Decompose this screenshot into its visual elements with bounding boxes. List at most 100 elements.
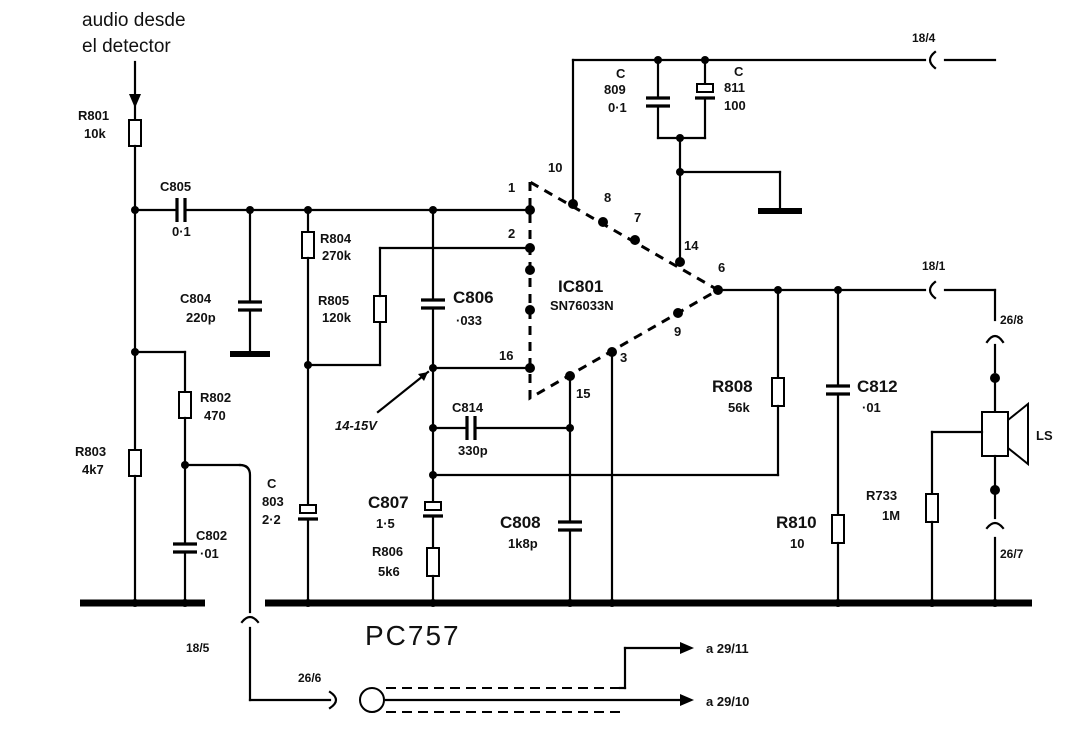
input-section: audio desde el detector R801 10k R803 4k… (75, 10, 186, 607)
output-29-11-label: a 29/11 (706, 641, 749, 656)
r733-resistor (925, 493, 939, 523)
r810-value: 10 (790, 536, 804, 551)
c805-value: 0·1 (172, 224, 191, 239)
output-section: 18/1 26/8 R808 56k C812 ·01 R810 10 (431, 259, 1024, 607)
r733-value: 1M (882, 508, 900, 523)
c808-ref: C808 (500, 513, 541, 532)
r801-value: 10k (84, 126, 106, 141)
pin-7: 7 (634, 210, 641, 225)
r808-value: 56k (728, 400, 750, 415)
r803-ref: R803 (75, 444, 106, 459)
r803-value: 4k7 (82, 462, 104, 477)
c804-ref: C804 (180, 291, 212, 306)
ic-part: SN76033N (550, 298, 614, 313)
c809-ref-b: 809 (604, 82, 626, 97)
c814-ref: C814 (452, 400, 484, 415)
c805-section: C805 0·1 (131, 179, 532, 239)
connector-18-4-label: 18/4 (912, 31, 936, 45)
c812-value: ·01 (862, 400, 881, 415)
c803-value: 2·2 (262, 512, 281, 527)
c811-value: 100 (724, 98, 746, 113)
speaker-section: LS 26/7 R733 1M (866, 334, 1053, 607)
r805-value: 120k (322, 310, 352, 325)
r805-section: R805 120k (306, 246, 532, 367)
r805-resistor (373, 295, 387, 323)
connector-18-5-label: 18/5 (186, 641, 210, 655)
c812-ref: C812 (857, 377, 898, 396)
c809-value: 0·1 (608, 100, 627, 115)
input-label-line2: el detector (82, 36, 171, 57)
output-arrow-icon-1 (680, 642, 694, 654)
connector-26-8-label: 26/8 (1000, 313, 1024, 327)
c811-ref-b: 811 (724, 80, 745, 95)
c803-ref-a: C (267, 476, 277, 491)
c814-value: 330p (458, 443, 488, 458)
c808-lower-section: C808 1k8p (500, 513, 582, 607)
pin-15: 15 (576, 386, 590, 401)
output-29-10-label: a 29/10 (706, 694, 749, 709)
c807-ref: C807 (368, 493, 409, 512)
r806-value: 5k6 (378, 564, 400, 579)
pin-1: 1 (508, 180, 515, 195)
c807-value: 1·5 (376, 516, 395, 531)
r803-resistor (128, 449, 142, 477)
pin-9: 9 (674, 324, 681, 339)
pin-8: 8 (604, 190, 611, 205)
board-title: PC757 (365, 620, 461, 651)
c802-ref: C802 (196, 528, 227, 543)
r810-ref: R810 (776, 513, 817, 532)
pin-2: 2 (508, 226, 515, 241)
c814-section: C814 330p (431, 400, 572, 458)
c803-capacitor (299, 504, 317, 514)
c807-capacitor (424, 501, 442, 511)
r810-resistor (831, 514, 845, 544)
c804-value: 220p (186, 310, 216, 325)
r806-resistor (426, 547, 440, 577)
c811-capacitor (696, 83, 714, 93)
r808-resistor (771, 377, 785, 407)
r804-ref: R804 (320, 231, 352, 246)
r802-value: 470 (204, 408, 226, 423)
input-arrow-icon (129, 94, 141, 108)
c806-value: ·033 (456, 313, 482, 328)
speaker-label: LS (1036, 428, 1053, 443)
r801-ref: R801 (78, 108, 109, 123)
connector-18-1-label: 18/1 (922, 259, 946, 273)
connector-26-6-icon (359, 687, 385, 713)
r804-value: 270k (322, 248, 352, 263)
c806-ref: C806 (453, 288, 494, 307)
pin-16: 16 (499, 348, 513, 363)
pin-10: 10 (548, 160, 562, 175)
r808-ref: R808 (712, 377, 753, 396)
r802-c802-section: R802 470 C802 ·01 18/5 (131, 348, 260, 702)
r802-resistor (178, 391, 192, 419)
c807-r806-section: C807 1·5 R806 5k6 (368, 493, 443, 607)
r802-ref: R802 (200, 390, 231, 405)
c804-section: C804 220p (180, 208, 270, 357)
c806-section: C806 ·033 14-15V (335, 208, 532, 502)
pin-6: 6 (718, 260, 725, 275)
r805-ref: R805 (318, 293, 349, 308)
supply-section: 18/4 C 809 0·1 C 811 100 (571, 31, 997, 264)
supply-label: 14-15V (335, 418, 378, 433)
r801-resistor (128, 119, 142, 147)
input-label-line1: audio desde (82, 10, 186, 31)
c808-value: 1k8p (508, 536, 538, 551)
output-arrow-icon-2 (680, 694, 694, 706)
r804-resistor (301, 231, 315, 259)
speaker-icon (981, 411, 1009, 457)
pin-14: 14 (684, 238, 699, 253)
c809-ref-a: C (616, 66, 626, 81)
r733-ref: R733 (866, 488, 897, 503)
c805-ref: C805 (160, 179, 191, 194)
c811-ref-a: C (734, 64, 744, 79)
r804-section: R804 270k C 803 2·2 (262, 208, 352, 607)
pin-3: 3 (620, 350, 627, 365)
connector-26-6-label: 26/6 (298, 671, 322, 685)
connector-26-7-label: 26/7 (1000, 547, 1024, 561)
c803-ref-b: 803 (262, 494, 284, 509)
r806-ref: R806 (372, 544, 403, 559)
bottom-outputs: 26/6 a 29/11 a 29/10 (248, 641, 749, 713)
ic-name: IC801 (558, 277, 603, 296)
